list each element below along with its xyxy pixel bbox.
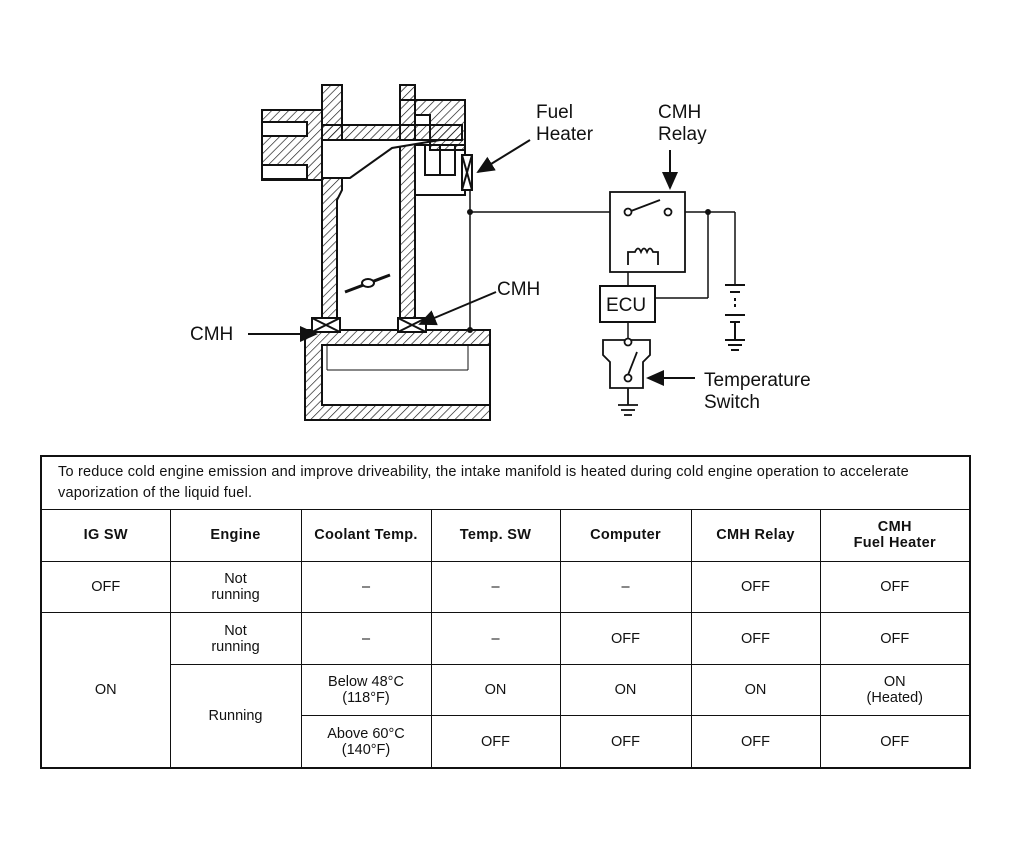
label-fuel-heater-1: Fuel: [536, 102, 573, 123]
cell-coolant-temp: Below 48°C (118°F): [300, 663, 432, 717]
header-cmh-fuel-heater: CMH Fuel Heater: [819, 508, 971, 563]
cell-temp-sw: ON: [430, 663, 561, 717]
temperature-switch: [602, 337, 651, 416]
cell-engine: Not running: [169, 612, 302, 665]
cell-computer: OFF: [559, 612, 692, 665]
label-cmh-right: CMH: [497, 279, 540, 300]
cell-engine: Not running: [169, 561, 302, 614]
cell-engine-line1: Not: [224, 622, 247, 639]
intro-row: To reduce cold engine emission and impro…: [40, 455, 971, 510]
intake-manifold-body: [261, 84, 491, 421]
cell-computer: ON: [559, 663, 692, 717]
cell-engine-line2: running: [211, 587, 260, 604]
cell-fuel-heater: OFF: [819, 715, 971, 769]
cell-coolant-temp: –: [300, 561, 432, 614]
cmh-relay: [609, 191, 686, 273]
cell-engine-line2: running: [211, 638, 260, 655]
cell-fuel-heater: OFF: [819, 561, 971, 614]
cell-cmh-relay: OFF: [690, 715, 821, 769]
table-row: Running Below 48°C (118°F) ON ON ON ON (…: [41, 663, 971, 769]
cell-fuel-heater: OFF: [819, 612, 971, 665]
cell-coolant-temp-line1: Above 60°C: [327, 725, 405, 742]
cell-temp-sw: –: [430, 561, 561, 614]
cell-engine-line1: Not: [224, 571, 247, 588]
cell-coolant-temp-line1: Below 48°C: [328, 673, 404, 690]
cell-cmh-relay: OFF: [690, 561, 821, 614]
header-engine: Engine: [169, 508, 302, 563]
cell-cmh-relay: ON: [690, 663, 821, 717]
cell-temp-sw: –: [430, 612, 561, 665]
header-ig-sw: IG SW: [40, 508, 171, 563]
label-fuel-heater-2: Heater: [536, 124, 594, 145]
cell-fuel-heater: ON (Heated): [819, 663, 971, 717]
ecu-box: [599, 272, 656, 340]
wiring: [440, 190, 736, 331]
cell-cmh-relay: OFF: [690, 612, 821, 665]
intro-text: To reduce cold engine emission and impro…: [40, 455, 971, 510]
battery-symbol: [725, 284, 745, 351]
header-cmh-fuel-heater-line2: Fuel Heater: [853, 535, 936, 552]
label-temperature-switch-1: Temperature: [704, 370, 811, 391]
cold-mixture-heater-diagram: Fuel Heater CMH Relay CMH CMH ECU Temper…: [190, 84, 811, 421]
cell-fuel-heater-line1: ON: [883, 673, 906, 690]
cmh-operation-table: To reduce cold engine emission and impro…: [40, 455, 972, 769]
table-row: ON Not running – – OFF OFF OFF: [40, 612, 971, 769]
header-coolant-temp: Coolant Temp.: [300, 508, 432, 563]
label-ecu: ECU: [606, 295, 646, 316]
header-cmh-relay: CMH Relay: [690, 508, 821, 563]
header-temp-sw: Temp. SW: [430, 508, 561, 563]
table-row: OFF Not running – – – OFF OFF: [40, 561, 971, 614]
cell-coolant-temp: Above 60°C (140°F): [300, 715, 432, 769]
cell-coolant-temp: –: [300, 612, 432, 665]
callout-arrows: [248, 139, 695, 386]
cell-coolant-temp-line2: (118°F): [342, 689, 390, 706]
cell-coolant-temp-line2: (140°F): [341, 741, 391, 758]
cell-engine-running: Running: [169, 663, 302, 769]
header-computer: Computer: [559, 508, 692, 563]
label-cmh-relay-2: Relay: [658, 124, 707, 145]
label-temperature-switch-2: Switch: [704, 392, 760, 413]
cell-fuel-heater-line2: (Heated): [866, 689, 923, 706]
header-row: IG SW Engine Coolant Temp. Temp. SW Comp…: [40, 508, 971, 563]
label-cmh-relay-1: CMH: [658, 102, 701, 123]
label-cmh-left: CMH: [190, 324, 233, 345]
table-row: Above 60°C (140°F) OFF OFF OFF OFF: [41, 715, 971, 769]
cell-computer: OFF: [559, 715, 692, 769]
header-cmh-fuel-heater-line1: CMH: [877, 519, 912, 536]
cell-temp-sw: OFF: [430, 715, 561, 769]
cell-computer: –: [559, 561, 692, 614]
cell-ig-sw-on: ON: [40, 612, 171, 769]
cell-ig-sw: OFF: [40, 561, 171, 614]
